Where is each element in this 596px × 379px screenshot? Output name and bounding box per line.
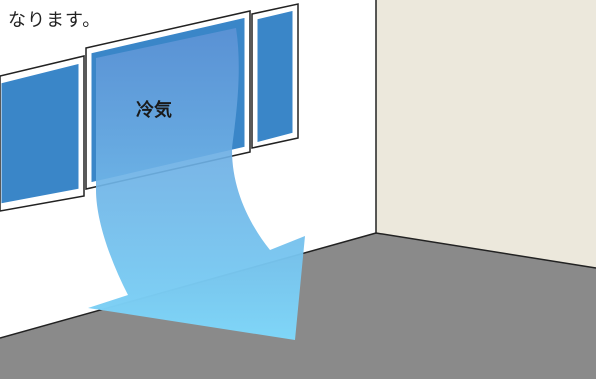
right-wall: [376, 0, 596, 268]
cold-air-label: 冷気: [136, 96, 172, 122]
caption-text: なります。: [8, 6, 101, 32]
window-right: [256, 9, 294, 144]
window-left: [0, 62, 80, 205]
